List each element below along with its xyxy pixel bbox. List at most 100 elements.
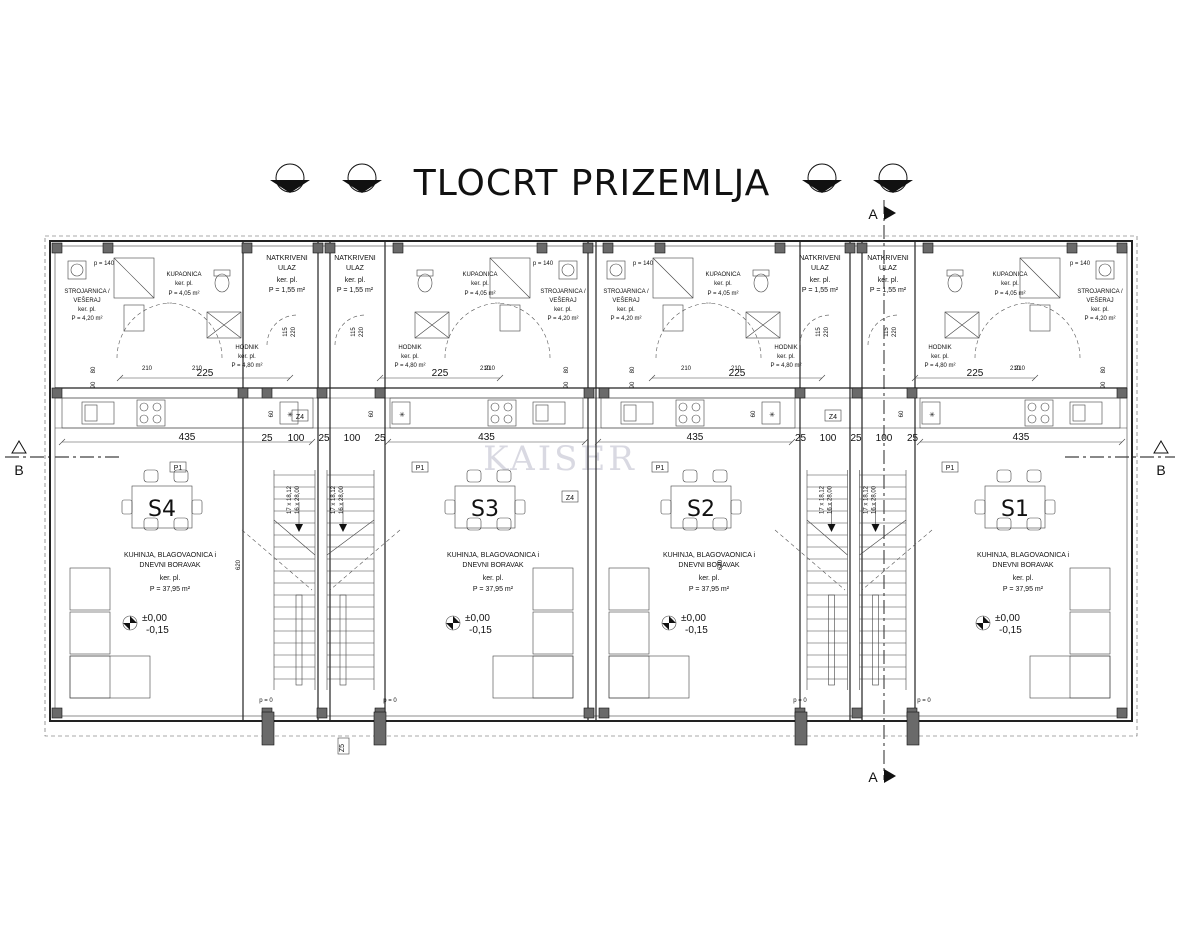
column bbox=[582, 242, 594, 254]
dimension-tick bbox=[788, 438, 796, 446]
dining-chair bbox=[444, 499, 456, 515]
burner-icon bbox=[1027, 414, 1037, 424]
dining-chair bbox=[660, 499, 672, 515]
dimension-tick bbox=[384, 438, 392, 446]
dimension-tick bbox=[916, 438, 924, 446]
level-mark-fill bbox=[453, 616, 460, 623]
view-marker-icon bbox=[270, 163, 310, 193]
section-label-b-left: B bbox=[14, 462, 23, 478]
bath-floor: ker. pl. bbox=[175, 281, 193, 287]
burner-icon bbox=[1040, 414, 1050, 424]
washer-drum-icon bbox=[561, 263, 575, 277]
living-area: P = 37,95 m² bbox=[473, 586, 514, 593]
shower-tray-icon bbox=[1019, 257, 1061, 299]
burner-icon bbox=[152, 414, 162, 424]
dining-chair bbox=[466, 469, 482, 483]
stair-break bbox=[806, 519, 848, 556]
view-marker-icon bbox=[342, 163, 382, 193]
window-tag-label: P1 bbox=[656, 465, 665, 472]
dimension-tick bbox=[818, 374, 826, 382]
wall-tag bbox=[561, 490, 579, 503]
dimension-label: 435 bbox=[179, 432, 196, 443]
level-minus: -0,15 bbox=[999, 625, 1022, 636]
hall-area: P = 4,80 m² bbox=[770, 363, 801, 369]
column bbox=[851, 387, 863, 399]
door-dim: 210 bbox=[142, 366, 153, 372]
sill-height: p = 140 bbox=[633, 261, 654, 267]
stair-dim-a: 17 x 18,12 bbox=[331, 485, 337, 514]
unit-id: S1 bbox=[1001, 497, 1029, 522]
window-tag bbox=[411, 461, 429, 473]
entry-door-swing bbox=[867, 314, 899, 346]
level-mark-fill bbox=[662, 623, 669, 630]
unit-id: S4 bbox=[148, 497, 176, 522]
hall-area: P = 4,80 m² bbox=[924, 363, 955, 369]
storage-name: STROJARNICA / bbox=[1077, 289, 1123, 295]
column bbox=[392, 242, 404, 254]
entry-area: P = 1,55 m² bbox=[870, 287, 907, 294]
dimension-label: 25 bbox=[795, 433, 807, 444]
burner-icon bbox=[1027, 402, 1037, 412]
living-floor: ker. pl. bbox=[483, 575, 504, 582]
burner-icon bbox=[691, 402, 701, 412]
column bbox=[237, 387, 249, 399]
storage-name: VEŠERAJ bbox=[1086, 297, 1113, 304]
shower-tray-icon bbox=[489, 257, 531, 299]
section-marker-b-left: B bbox=[5, 440, 120, 478]
dimension-tick bbox=[1118, 438, 1126, 446]
storage-name: STROJARNICA / bbox=[540, 289, 586, 295]
shaft-cross bbox=[745, 311, 781, 339]
storage-name: VEŠERAJ bbox=[612, 297, 639, 304]
bath-area: P = 4,05 m² bbox=[707, 291, 738, 297]
shaft-box bbox=[206, 311, 242, 339]
dimension-tick bbox=[116, 374, 124, 382]
door-dim: 210 bbox=[681, 366, 692, 372]
wall-tag bbox=[337, 737, 350, 755]
wall-tag-label: Z4 bbox=[566, 495, 574, 502]
entry-door-swing bbox=[799, 314, 831, 346]
sill-height: p = 140 bbox=[94, 261, 115, 267]
storage-name: VEŠERAJ bbox=[73, 297, 100, 304]
door-dim: 210 bbox=[485, 366, 496, 372]
entry-area: P = 1,55 m² bbox=[269, 287, 306, 294]
door-swing bbox=[655, 302, 712, 359]
burner-icon bbox=[490, 414, 500, 424]
stair-post bbox=[261, 711, 275, 746]
burner-icon bbox=[503, 402, 513, 412]
storage-name: STROJARNICA / bbox=[603, 289, 649, 295]
fan-icon: ✳ bbox=[399, 411, 405, 419]
window-tag-label: P1 bbox=[174, 465, 183, 472]
sofa-seat bbox=[69, 611, 111, 655]
fan-icon: ✳ bbox=[929, 411, 935, 419]
entry-area: P = 1,55 m² bbox=[337, 287, 374, 294]
column bbox=[536, 242, 548, 254]
door-swing bbox=[974, 302, 1031, 359]
view-marker-arrow bbox=[342, 180, 382, 193]
washer-drum-icon bbox=[609, 263, 623, 277]
kitchen-sink-icon bbox=[1069, 401, 1103, 425]
washbasin-icon bbox=[1029, 304, 1051, 332]
kitchen-counter bbox=[600, 397, 796, 429]
bath-name: KUPAONICA bbox=[463, 272, 498, 278]
stair-dim-b: 16 x 28,00 bbox=[828, 485, 834, 514]
dim-115: 115 bbox=[816, 327, 822, 337]
kitchen-sink-bowl bbox=[84, 404, 98, 422]
door-dim: 210 bbox=[1010, 366, 1021, 372]
storage-area: P = 4,20 m² bbox=[610, 316, 641, 322]
storage-name: STROJARNICA / bbox=[64, 289, 110, 295]
entry-floor: ker. pl. bbox=[878, 277, 899, 284]
sofa-seat bbox=[1069, 655, 1111, 699]
living-floor: ker. pl. bbox=[160, 575, 181, 582]
handrail bbox=[828, 594, 835, 686]
burner-icon bbox=[139, 402, 149, 412]
entry-floor: ker. pl. bbox=[810, 277, 831, 284]
bath-floor: ker. pl. bbox=[1001, 281, 1019, 287]
view-marker-icon bbox=[873, 163, 913, 193]
living-area: P = 37,95 m² bbox=[689, 586, 730, 593]
dimension-tick bbox=[286, 374, 294, 382]
column bbox=[922, 242, 934, 254]
